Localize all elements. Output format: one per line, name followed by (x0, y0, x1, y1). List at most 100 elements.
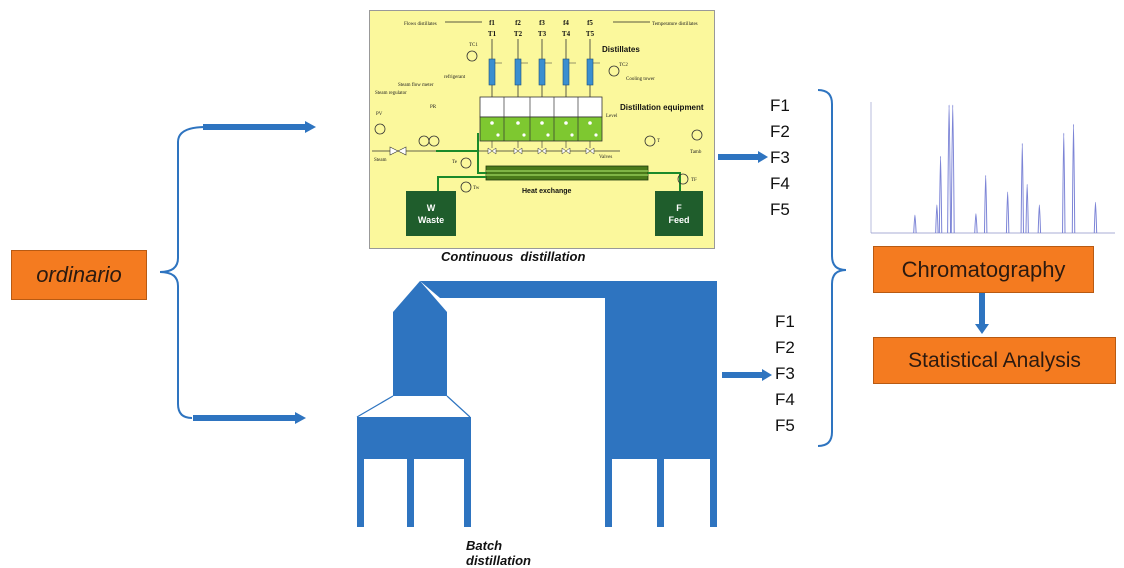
input-box-ordinario: ordinario (11, 250, 147, 300)
condenser-cabinet (605, 281, 717, 459)
valve-4 (561, 147, 571, 155)
pv-label: PV (376, 112, 383, 117)
tray-bubble-5 (588, 121, 592, 125)
exchanger-inlet (477, 151, 486, 174)
fraction-item: F1 (775, 312, 795, 331)
boiler (357, 417, 471, 459)
tray-bubble-lower-3 (546, 133, 550, 137)
tray-dividers (490, 97, 598, 141)
tray-bubble-1 (490, 121, 494, 125)
fraction-item: F4 (770, 174, 790, 193)
chromatogram-peak-14 (1093, 201, 1098, 234)
batch-apparatus (356, 281, 717, 527)
tw-label: Tw (473, 186, 480, 191)
pr-label: PR (430, 105, 437, 110)
fraction-item: F2 (775, 338, 795, 357)
cooling-label: Cooling tower (626, 77, 655, 82)
heat-exchanger (485, 165, 649, 181)
tc2-label: TC2 (619, 63, 628, 68)
flow-label-2: f2 (515, 19, 521, 27)
arrow-chrom-to-stats (975, 292, 989, 334)
waste-line (437, 176, 486, 191)
level-label: Level (606, 114, 618, 119)
feed-tank (655, 191, 703, 236)
steam-label: Steam (374, 158, 387, 163)
still-column (393, 312, 447, 396)
chromatography-label: Chromatography (901, 256, 1066, 282)
cabinet-leg-1 (605, 459, 612, 527)
valve-row (487, 141, 595, 155)
condenser-3 (538, 58, 546, 86)
waste-label: Waste (418, 215, 444, 225)
boiler-leg-3 (464, 459, 471, 527)
fraction-item: F4 (775, 390, 795, 409)
t-out-gauge (644, 135, 656, 147)
batch-caption: Batch distillation (466, 538, 531, 568)
waste-letter: W (427, 203, 436, 213)
tray-bubble-lower-2 (522, 133, 526, 137)
temp-label-1: T1 (488, 30, 497, 38)
cabinet-leg-2 (657, 459, 664, 527)
still-head (393, 281, 447, 312)
steam-flow-label: Steam flow meter (398, 83, 434, 88)
valve-5 (585, 147, 595, 155)
flows-label: Flows distillates (404, 22, 437, 27)
waste-tank (406, 191, 456, 236)
statistical-analysis-label: Statistical Analysis (908, 348, 1081, 372)
flow-label-1: f1 (489, 19, 495, 27)
column-liquid-section (479, 116, 603, 142)
chromatogram-peak-3 (938, 155, 943, 234)
pv-gauge (374, 123, 386, 135)
temp-label-2: T2 (514, 30, 523, 38)
still-outline-right (446, 395, 471, 418)
valve-2 (513, 147, 523, 155)
fraction-item: F5 (770, 200, 790, 219)
heat-exchange-label: Heat exchange (522, 188, 572, 195)
right-brace (817, 89, 847, 447)
fraction-item: F3 (775, 364, 795, 383)
steam-valve (389, 146, 407, 156)
tray-bubble-lower-1 (496, 133, 500, 137)
chromatogram-peak-1 (913, 214, 917, 234)
tamb-label: Tamb (690, 150, 702, 155)
arrow-batch-fractions (722, 369, 772, 381)
tw-gauge (460, 181, 472, 193)
chromatogram-peak-10 (1025, 183, 1029, 234)
statistical-analysis-box: Statistical Analysis (873, 337, 1116, 384)
flow-gauge-2 (428, 135, 440, 147)
condenser-5 (586, 58, 594, 86)
steam-regulator-label: Steam regulator (375, 91, 407, 96)
chromatogram (870, 102, 1115, 234)
tray-bubble-lower-4 (570, 133, 574, 137)
t-out-label: T (657, 139, 660, 144)
te-label: Te (452, 160, 458, 165)
temps-label: Temperature distillates (652, 22, 698, 27)
arrow-to-continuous (203, 121, 316, 133)
flow-label-3: f3 (539, 19, 545, 27)
valve-3 (537, 147, 547, 155)
chromatogram-peak-6 (974, 213, 978, 234)
chromatogram-peak-13 (1071, 123, 1076, 234)
valves-label: Valves (599, 155, 612, 160)
flow-label-4: f4 (563, 19, 569, 27)
chromatogram-peak-4 (947, 104, 952, 234)
cabinet-leg-3 (710, 459, 717, 527)
tf-gauge (677, 173, 689, 185)
fraction-item: F5 (775, 416, 795, 435)
tamb-gauge (691, 129, 703, 141)
temp-label-5: T5 (586, 30, 595, 38)
feed-line (648, 172, 681, 191)
chromatogram-peak-7 (983, 174, 988, 234)
flow-gauge-1 (418, 135, 430, 147)
distillates-label: Distillates (602, 45, 640, 54)
arrow-continuous-fractions (718, 151, 768, 163)
fraction-item: F3 (770, 148, 790, 167)
fraction-item: F1 (770, 96, 790, 115)
te-gauge (460, 157, 472, 169)
still-outline-left (356, 395, 394, 418)
fractions-batch: F1 F2 F3 F4 F5 (775, 309, 795, 439)
tc1-gauge (466, 50, 478, 62)
valve-1 (487, 147, 497, 155)
feed-letter: F (676, 203, 682, 213)
